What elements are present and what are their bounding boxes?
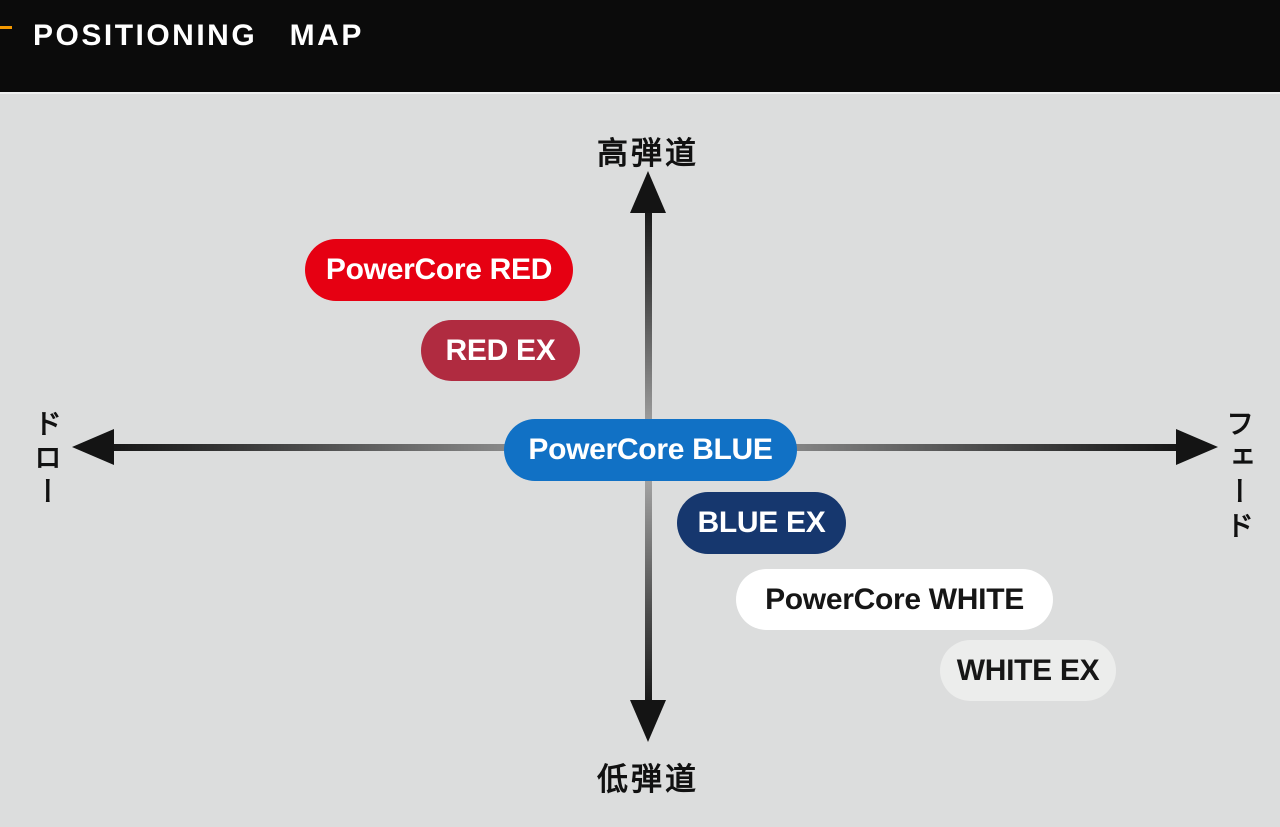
positioning-map: 高弾道 低弾道 ドロー フェード PowerCore RED RED EX Po…	[0, 92, 1280, 827]
arrow-up-icon	[630, 171, 666, 213]
pill-blue-ex: BLUE EX	[677, 492, 846, 554]
page-header: POSITIONING MAP	[0, 0, 1280, 92]
pill-white-ex: WHITE EX	[940, 640, 1116, 701]
arrow-right-icon	[1176, 429, 1218, 465]
arrow-left-icon	[72, 429, 114, 465]
pill-red-ex: RED EX	[421, 320, 580, 381]
arrow-down-icon	[630, 700, 666, 742]
page-title: POSITIONING MAP	[33, 19, 364, 52]
axis-label-high-trajectory: 高弾道	[597, 136, 699, 171]
axis-label-fade: フェード	[1223, 409, 1254, 545]
axis-label-low-trajectory: 低弾道	[597, 762, 699, 797]
pill-powercore-white: PowerCore WHITE	[736, 569, 1053, 630]
header-accent-dash	[0, 26, 12, 29]
pill-powercore-blue: PowerCore BLUE	[504, 419, 797, 481]
pill-powercore-red: PowerCore RED	[305, 239, 573, 301]
axis-label-draw: ドロー	[31, 409, 62, 511]
